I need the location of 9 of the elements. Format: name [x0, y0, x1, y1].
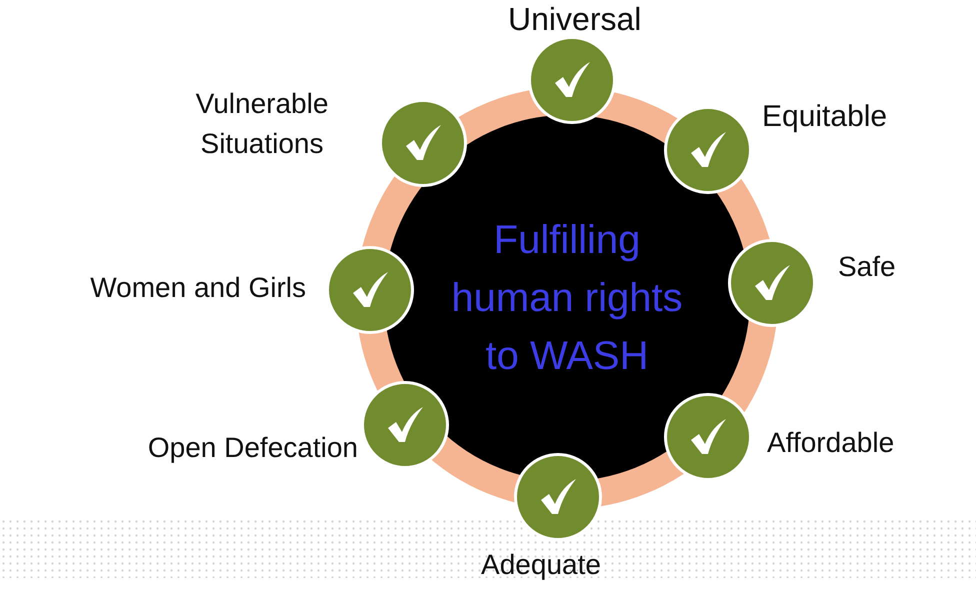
circle-label: Adequate [481, 548, 601, 582]
center-title: Fulfilling human rights to WASH [450, 217, 684, 380]
circle-label: Open Defecation [148, 431, 358, 465]
circle-label: Affordable [767, 426, 894, 460]
circle-label: Safe [838, 250, 896, 284]
circle-label: Women and Girls [90, 271, 306, 305]
circle-label: Equitable [762, 100, 888, 134]
circle-label: Vulnerable Situations [194, 87, 330, 161]
circle-label: Universal [508, 2, 642, 36]
